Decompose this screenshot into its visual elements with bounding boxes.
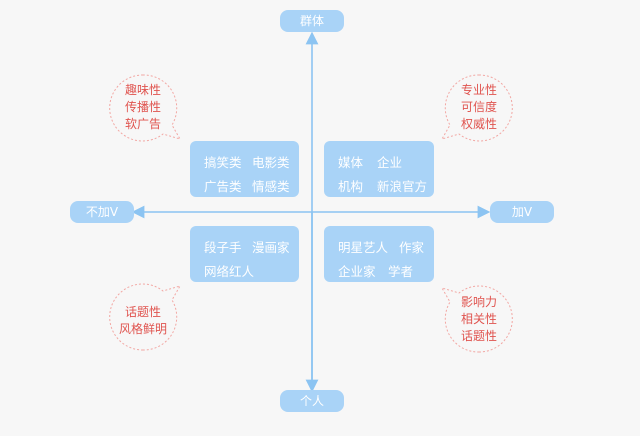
quadrant-item: 情感类 [252, 179, 290, 194]
quadrant-bottom-left: 段子手 漫画家 网络红人 [190, 226, 299, 282]
quadrant-item: 企业 [377, 155, 403, 170]
bubble-line: 权威性 [460, 117, 497, 131]
quadrant-item: 企业家 [338, 264, 376, 279]
quadrant-item: 机构 [338, 179, 364, 194]
bubble-line: 软广告 [124, 117, 161, 131]
quadrant-item: 作家 [399, 240, 425, 255]
quadrant-item: 电影类 [252, 155, 290, 170]
bubble-line: 相关性 [460, 312, 497, 326]
bubble-top-right: 专业性 可信度 权威性 [449, 82, 509, 133]
quadrant-item: 明星艺人 [338, 240, 389, 255]
quadrant-bottom-right: 明星艺人 作家 企业家 学者 [324, 226, 434, 282]
bubble-line: 传播性 [124, 100, 161, 114]
bubble-line: 影响力 [460, 295, 497, 309]
bubble-line: 可信度 [460, 100, 497, 114]
quadrant-item: 漫画家 [252, 240, 290, 255]
quadrant-item: 学者 [388, 264, 414, 279]
bubble-bottom-left: 话题性 风格鲜明 [108, 304, 178, 338]
bubble-line: 风格鲜明 [118, 322, 167, 336]
quadrant-item: 段子手 [204, 240, 242, 255]
bubble-line: 趣味性 [124, 83, 161, 97]
axis-label-right: 加V [490, 201, 554, 223]
axis-label-top: 群体 [280, 10, 344, 32]
quadrant-item: 网络红人 [204, 264, 255, 279]
quadrant-top-right: 媒体 企业 机构 新浪官方 [324, 141, 434, 197]
quadrant-item: 搞笑类 [204, 155, 242, 170]
bubble-line: 话题性 [124, 305, 161, 319]
axis-label-left: 不加V [70, 201, 134, 223]
axis-label-bottom: 个人 [280, 390, 344, 412]
bubble-top-left: 趣味性 传播性 软广告 [113, 82, 173, 133]
bubble-line: 专业性 [460, 83, 497, 97]
bubble-line: 话题性 [460, 329, 497, 343]
bubble-bottom-right: 影响力 相关性 话题性 [449, 294, 509, 345]
quadrant-item: 新浪官方 [377, 179, 428, 194]
quadrant-top-left: 搞笑类 电影类 广告类 情感类 [190, 141, 299, 197]
quadrant-item: 广告类 [204, 179, 242, 194]
quadrant-item: 媒体 [338, 155, 364, 170]
